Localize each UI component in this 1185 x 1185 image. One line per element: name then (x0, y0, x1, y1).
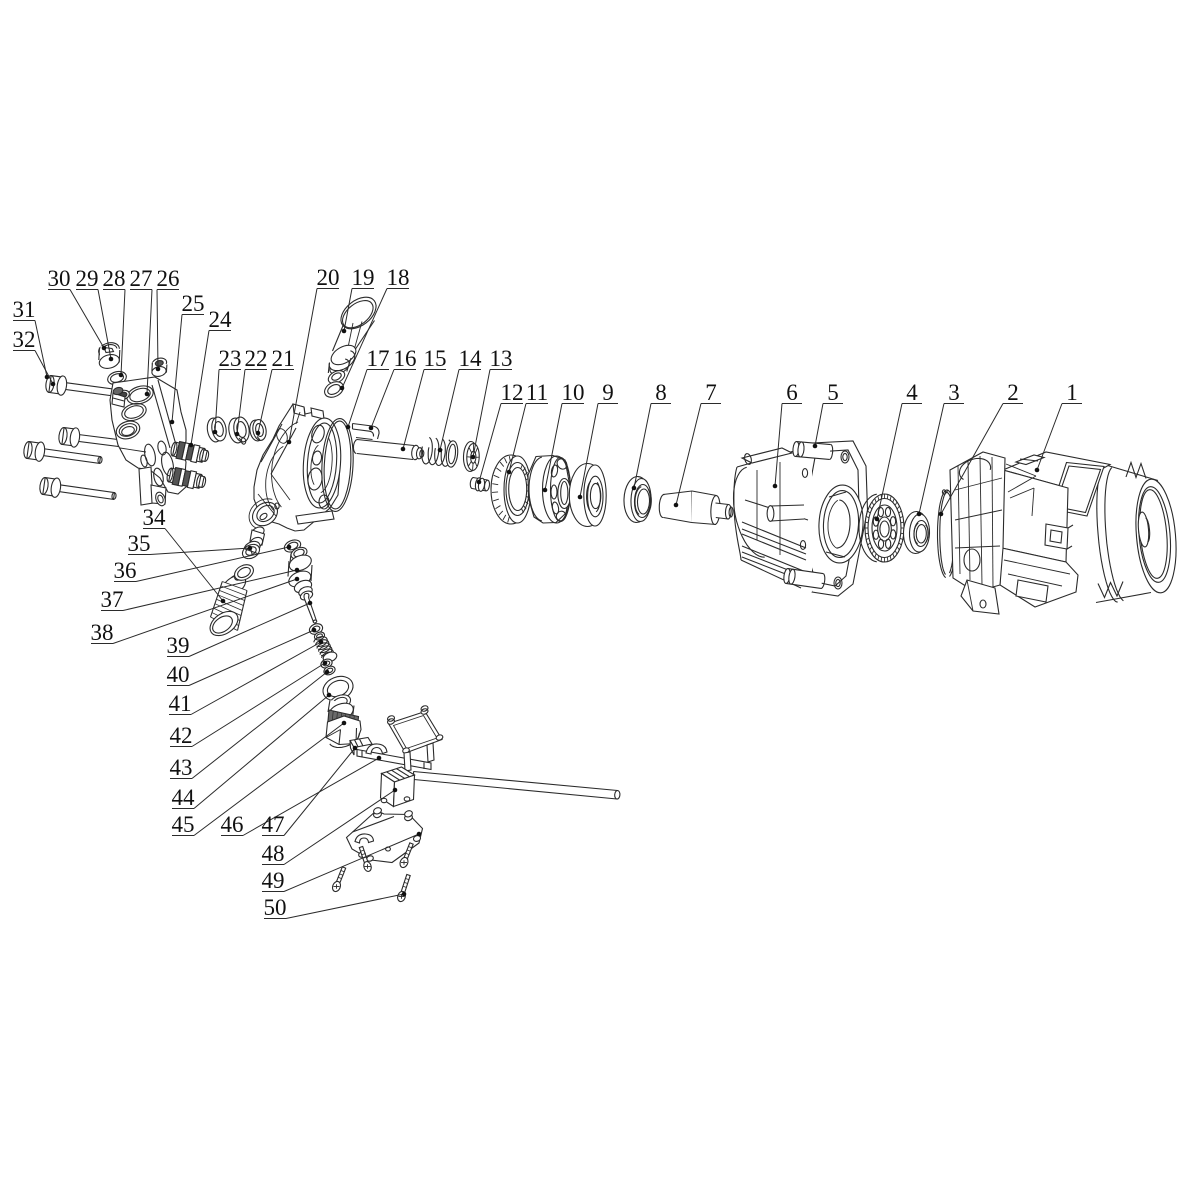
svg-text:48: 48 (262, 841, 285, 866)
svg-text:22: 22 (245, 346, 268, 371)
svg-text:3: 3 (948, 380, 960, 405)
svg-text:1: 1 (1066, 380, 1078, 405)
svg-text:7: 7 (705, 380, 717, 405)
svg-text:12: 12 (501, 380, 524, 405)
svg-text:21: 21 (272, 346, 295, 371)
svg-text:17: 17 (367, 346, 390, 371)
svg-text:23: 23 (219, 346, 242, 371)
svg-text:43: 43 (170, 755, 193, 780)
svg-text:30: 30 (48, 266, 71, 291)
svg-text:24: 24 (209, 307, 233, 332)
svg-text:45: 45 (172, 812, 195, 837)
svg-text:11: 11 (526, 380, 548, 405)
svg-text:8: 8 (655, 380, 667, 405)
svg-text:31: 31 (13, 297, 36, 322)
svg-text:2: 2 (1007, 380, 1019, 405)
svg-text:42: 42 (170, 723, 193, 748)
svg-text:13: 13 (490, 346, 513, 371)
svg-text:34: 34 (143, 505, 167, 530)
svg-text:50: 50 (264, 895, 287, 920)
svg-text:15: 15 (424, 346, 447, 371)
svg-text:49: 49 (262, 868, 285, 893)
svg-text:35: 35 (128, 531, 151, 556)
svg-text:6: 6 (786, 380, 798, 405)
svg-text:9: 9 (602, 380, 614, 405)
svg-text:5: 5 (827, 380, 839, 405)
svg-text:47: 47 (262, 812, 285, 837)
svg-text:16: 16 (394, 346, 417, 371)
svg-text:20: 20 (317, 265, 340, 290)
svg-text:27: 27 (130, 266, 153, 291)
svg-text:36: 36 (114, 558, 137, 583)
svg-text:10: 10 (562, 380, 585, 405)
svg-text:26: 26 (157, 266, 180, 291)
svg-text:40: 40 (167, 662, 190, 687)
svg-text:4: 4 (906, 380, 918, 405)
svg-text:39: 39 (167, 633, 190, 658)
svg-text:19: 19 (352, 265, 375, 290)
svg-text:29: 29 (76, 266, 99, 291)
svg-text:37: 37 (101, 587, 124, 612)
svg-text:38: 38 (91, 620, 114, 645)
svg-text:25: 25 (182, 291, 205, 316)
svg-text:32: 32 (13, 327, 36, 352)
svg-text:28: 28 (103, 266, 126, 291)
svg-text:18: 18 (387, 265, 410, 290)
svg-text:41: 41 (169, 691, 192, 716)
svg-text:44: 44 (172, 785, 196, 810)
svg-text:14: 14 (459, 346, 483, 371)
svg-text:46: 46 (221, 812, 244, 837)
